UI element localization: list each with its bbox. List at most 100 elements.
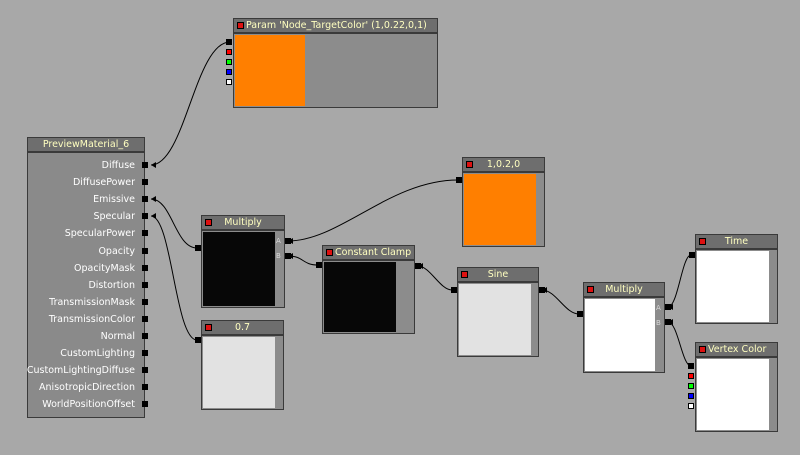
multiply-node-header[interactable]: Multiply [201, 215, 285, 230]
constant-07-node[interactable]: 0.7 [195, 320, 284, 410]
vertex-color-red-channel[interactable] [688, 373, 694, 379]
sine-output-port[interactable] [451, 287, 457, 293]
param-node-title: Param 'Node_TargetColor' (1,0.22,0,1) [246, 20, 427, 31]
node-expand-icon[interactable] [466, 161, 473, 168]
constant-07-output-port[interactable] [195, 337, 201, 343]
time-node-header[interactable]: Time [695, 234, 778, 249]
constant-clamp-output-port[interactable] [316, 262, 322, 268]
constant-vector-title: 1,0.2,0 [486, 159, 521, 170]
node-expand-icon[interactable] [587, 286, 594, 293]
multiply-2-pin-a-label: A [656, 304, 661, 312]
material-input-port[interactable] [142, 281, 148, 288]
constant-clamp-body [322, 260, 415, 334]
multiply-node-2-body [583, 297, 665, 373]
multiply-output-port[interactable] [195, 245, 201, 251]
material-input-port[interactable] [142, 350, 148, 357]
material-input-port[interactable] [142, 247, 148, 254]
material-input-port[interactable] [142, 298, 148, 305]
sine-node[interactable]: Sine [451, 267, 545, 357]
param-green-channel[interactable] [226, 59, 232, 65]
multiply-2-output-port[interactable] [577, 311, 583, 317]
multiply-preview [203, 232, 275, 306]
constant-clamp-input-port[interactable] [415, 263, 421, 269]
material-input-label: Distortion [88, 279, 135, 291]
time-output-port[interactable] [689, 252, 695, 258]
material-input-label: Opacity [98, 245, 135, 257]
param-color-preview [235, 35, 305, 106]
material-input-port[interactable] [142, 315, 148, 322]
material-input-label: AnisotropicDirection [39, 382, 135, 394]
sine-node-body [457, 282, 539, 357]
material-input-port[interactable] [142, 213, 148, 220]
constant-clamp-node[interactable]: Constant Clamp [316, 245, 421, 334]
sine-node-title: Sine [487, 269, 509, 280]
multiply-node-2[interactable]: Multiply A B [577, 282, 671, 373]
multiply-2-preview [585, 299, 655, 371]
material-input-port[interactable] [142, 230, 148, 237]
multiply-2-input-b-port[interactable] [665, 319, 671, 325]
sine-node-header[interactable]: Sine [457, 267, 539, 282]
constant-vector-header[interactable]: 1,0.2,0 [462, 157, 545, 172]
material-input-label: CustomLightingDiffuse [26, 365, 135, 377]
node-expand-icon[interactable] [237, 22, 244, 29]
constant-07-title: 0.7 [234, 322, 251, 333]
material-input-port[interactable] [142, 401, 148, 408]
wire-param-to-diffuse [150, 41, 231, 166]
multiply-2-pin-b-label: B [656, 319, 661, 327]
constant-clamp-header[interactable]: Constant Clamp [322, 245, 415, 260]
wire-sine-to-clamp [417, 265, 453, 291]
node-expand-icon[interactable] [699, 346, 706, 353]
wire-multiply2-to-sine [541, 289, 580, 315]
vertex-color-green-channel[interactable] [688, 383, 694, 389]
material-input-port[interactable] [142, 162, 148, 168]
multiply-2-input-a-port[interactable] [665, 304, 671, 310]
material-node-header[interactable]: PreviewMaterial_6 [27, 137, 145, 152]
vertex-color-output-port[interactable] [688, 363, 694, 369]
node-expand-icon[interactable] [205, 324, 212, 331]
sine-input-port[interactable] [539, 287, 545, 293]
time-node-title: Time [724, 236, 749, 247]
material-input-port[interactable] [142, 264, 148, 271]
constant-clamp-title: Constant Clamp [335, 247, 412, 258]
material-input-port[interactable] [142, 333, 148, 339]
wire-time-to-multiply2-a [667, 254, 692, 308]
multiply-input-a-port[interactable] [285, 238, 291, 244]
param-output-port[interactable] [226, 39, 232, 45]
param-alpha-channel[interactable] [226, 79, 232, 85]
wire-multiply-to-emissive [150, 198, 198, 249]
material-input-port[interactable] [142, 367, 148, 374]
multiply-node[interactable]: Multiply A B [195, 215, 291, 308]
constant-vector-preview [464, 174, 536, 245]
param-node[interactable]: Param 'Node_TargetColor' (1,0.22,0,1) [226, 18, 438, 108]
node-expand-icon[interactable] [461, 271, 468, 278]
constant-clamp-preview [324, 262, 396, 332]
param-node-header[interactable]: Param 'Node_TargetColor' (1,0.22,0,1) [233, 18, 438, 33]
material-input-label: SpecularPower [64, 228, 135, 240]
time-node[interactable]: Time [689, 234, 778, 324]
material-input-port[interactable] [142, 384, 148, 391]
node-expand-icon[interactable] [326, 249, 333, 256]
param-blue-channel[interactable] [226, 69, 232, 75]
constant-vector-node[interactable]: 1,0.2,0 [456, 157, 545, 247]
multiply-input-b-port[interactable] [285, 253, 291, 259]
constant-07-header[interactable]: 0.7 [201, 320, 284, 335]
vertex-color-alpha-channel[interactable] [688, 403, 694, 409]
param-red-channel[interactable] [226, 49, 232, 55]
multiply-pin-a-label: A [276, 237, 281, 245]
vertex-color-blue-channel[interactable] [688, 393, 694, 399]
material-input-port[interactable] [142, 196, 148, 203]
node-expand-icon[interactable] [205, 219, 212, 226]
material-input-label: Diffuse [101, 160, 135, 171]
material-input-port[interactable] [142, 179, 148, 186]
multiply-node-2-header[interactable]: Multiply [583, 282, 665, 297]
vertex-color-header[interactable]: Vertex Color [695, 342, 778, 357]
time-preview [697, 251, 769, 322]
constant-vector-output-port[interactable] [456, 177, 462, 183]
node-expand-icon[interactable] [699, 238, 706, 245]
material-input-label: CustomLighting [60, 348, 135, 360]
time-node-body [695, 249, 778, 324]
multiply-pin-b-label: B [276, 252, 281, 260]
vertex-color-node[interactable]: Vertex Color [688, 342, 778, 432]
wire-const07-to-specular [150, 215, 198, 341]
